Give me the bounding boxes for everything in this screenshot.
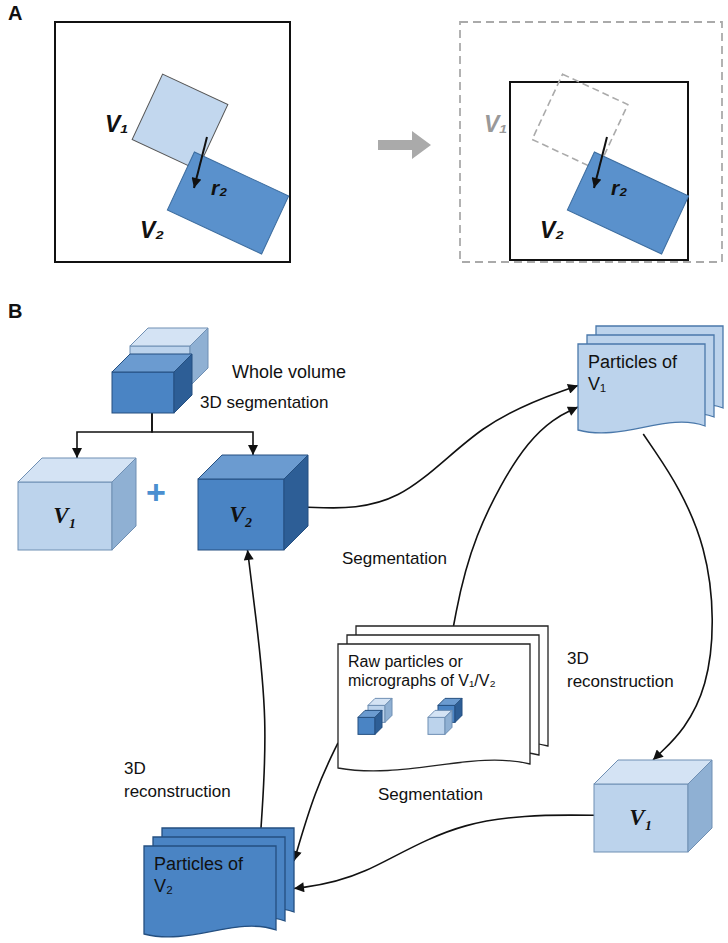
volume-v1 <box>132 74 228 170</box>
data-stack: Raw particles or micrographs of V₁/V₂ <box>338 626 548 772</box>
node-shape <box>198 455 308 550</box>
node-shape <box>594 760 712 852</box>
old-frame <box>460 22 722 262</box>
flow-arrow <box>454 407 579 626</box>
volume-label: V₂ <box>140 218 164 243</box>
cube-face <box>445 710 452 734</box>
edge-label: 3D reconstruction <box>565 648 699 694</box>
cube-face <box>174 354 192 413</box>
volume-cube: V₂ <box>198 455 308 550</box>
flow-arrow <box>77 413 152 458</box>
cube-face <box>375 710 382 734</box>
flow-arrow <box>308 385 578 508</box>
panel-letter: B <box>8 300 22 322</box>
volume-label: V₁ <box>105 112 128 137</box>
node-text: Particles of V₂ <box>154 854 266 897</box>
vector-arrow <box>194 137 207 188</box>
edge-label: Segmentation <box>376 784 485 807</box>
cube-face <box>594 784 688 852</box>
volume-label: V₁ <box>594 784 688 852</box>
cube-face <box>385 698 392 722</box>
sheet <box>578 344 705 433</box>
node-text: Whole volume <box>232 362 346 384</box>
volume-v2 <box>167 152 288 254</box>
particle-stack: Particles of V₂ <box>144 828 294 938</box>
node-text: Raw particles or micrographs of V₁/V₂ <box>348 652 500 690</box>
cube-face <box>112 372 174 413</box>
volume-v2 <box>567 152 688 254</box>
new-frame <box>510 82 688 260</box>
flow-arrow <box>152 413 253 455</box>
cube-face <box>112 458 136 550</box>
vector-label: r₂ <box>611 176 627 199</box>
edge-label: 3D reconstruction <box>122 758 251 804</box>
cube-face <box>688 760 712 852</box>
volume-label: V₂ <box>198 479 284 550</box>
sheet <box>144 846 276 937</box>
panel-letter: A <box>8 2 22 24</box>
removed-volume <box>532 74 628 170</box>
sheet <box>338 644 530 771</box>
vector-label: r₂ <box>211 176 227 199</box>
cube-face <box>455 698 462 722</box>
cube-face <box>190 328 208 386</box>
flow-arrow <box>643 434 712 760</box>
cube-face <box>18 482 112 550</box>
volume-label: V₁ <box>18 482 112 550</box>
cube-face <box>284 455 308 550</box>
flow-arrow <box>294 743 338 861</box>
node-text: Particles of V₁ <box>588 352 695 395</box>
frame <box>55 22 290 262</box>
volume-cube: V₁ <box>594 760 712 852</box>
vector-arrow <box>594 137 607 188</box>
cube-face <box>358 717 375 734</box>
volume-label: V₁ <box>484 112 507 137</box>
cube-face <box>198 479 284 550</box>
edge-label: 3D segmentation <box>198 392 331 415</box>
volume-cube: V₁ <box>18 458 136 550</box>
node-shape <box>18 458 136 550</box>
flow-arrow <box>294 815 594 888</box>
particle-stack: Particles of V₁ <box>578 326 723 434</box>
node-shape <box>338 626 548 772</box>
edge-label: Segmentation <box>340 548 449 571</box>
plus-sign: + <box>146 474 166 511</box>
volume-label: V₂ <box>540 218 564 243</box>
transition-arrow <box>378 131 431 159</box>
cube-face <box>428 717 445 734</box>
